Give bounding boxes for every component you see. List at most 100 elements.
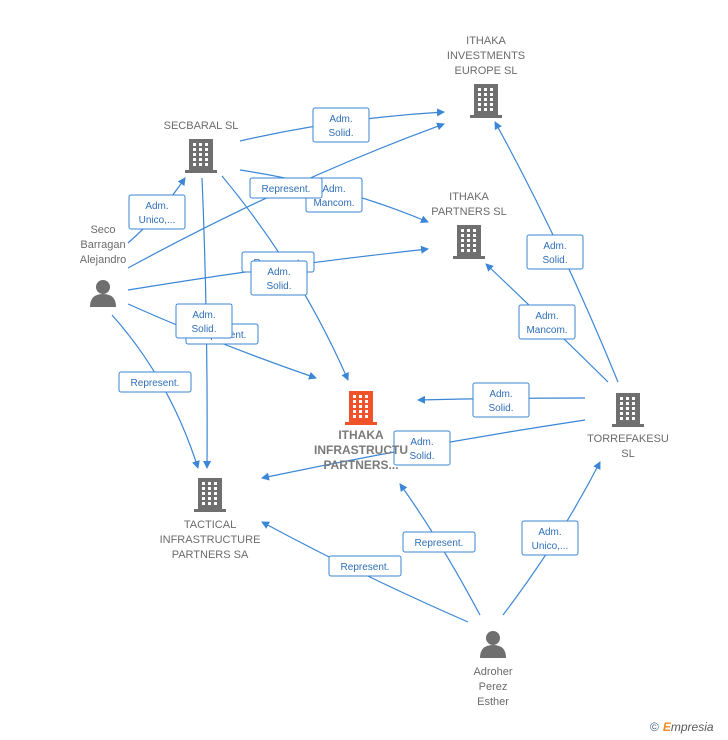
edge-label-secbaral-infra[interactable]: Adm.Solid. [250,260,308,296]
node-label-line: SECBARAL SL [164,120,239,132]
building-icon [612,393,644,427]
node-tactical[interactable]: TACTICAL INFRASTRUCTURE PARTNERS SA [160,478,261,561]
edge-label-line: Adm. [267,267,290,278]
node-label-line: EUROPE SL [455,65,518,77]
edge-label-box [526,234,584,270]
node-label: SECBARAL SL [164,120,239,132]
edge-label-line: Adm. [329,114,352,125]
edge-label-text: Represent. [131,378,180,389]
edge-label-torre-tactical[interactable]: Adm.Solid. [393,430,451,466]
node-label: ITHAKA INVESTMENTS EUROPE SL [447,35,525,77]
edge-label-line: Adm. [543,241,566,252]
edge-label-text: Adm.Solid. [266,267,291,292]
edge-label-line: Solid. [191,324,216,335]
node-torrefakesu[interactable]: TORREFAKESU SL [587,393,669,460]
node-label-line: PARTNERS SL [431,206,506,218]
edge-label-seco-secbaral[interactable]: Adm. Unico,... [128,194,186,230]
edge-label-box [328,555,402,577]
edge-label-text: Adm. Solid. [488,389,513,414]
node-label-line: Perez [479,681,508,693]
edge-label-text: Represent. [262,184,311,195]
node-ithaka-partners[interactable]: ITHAKA PARTNERS SL [431,191,507,259]
building-icon [453,225,485,259]
edge-label-line: Adm. [410,437,433,448]
edge-label-box [312,107,370,143]
building-icon [194,478,226,512]
brand-footer: ©Empresia [650,720,714,734]
edge-label-box [128,194,186,230]
edge-label-text: Adm.Solid. [542,241,567,266]
edge-label-box [472,382,530,418]
edge-label-text: Adm.Mancom. [526,311,567,336]
node-label: TACTICAL INFRASTRUCTURE PARTNERS SA [160,519,261,561]
edge-label-line: Represent. [262,184,311,195]
edge-label-line: Adm. [145,201,168,212]
edge-label-text: Adm. Mancom. [313,184,354,209]
edge-label-text: Adm. Unico,... [139,201,176,226]
node-label: TORREFAKESU SL [587,433,669,460]
node-label-line: ITHAKA [466,35,506,47]
node-label: ITHAKA PARTNERS SL [431,191,506,218]
node-label-line: Seco [90,224,115,236]
edge-labels-layer: Represent. Represent. Adm. Solid. Adm. Mancom… [118,107,584,577]
edge-label-adroher-infra[interactable]: Represent. [402,531,476,553]
edge-label-text: Represent. [415,538,464,549]
brand-first-letter: E [662,720,671,734]
node-label-line: ITHAKA [449,191,489,203]
edge-label-line: Adm. [192,310,215,321]
edge-label-line: Represent. [341,562,390,573]
node-label-line: SL [621,448,634,460]
edge-label-adroher-tactical[interactable]: Represent. [328,555,402,577]
edge-label-box [118,371,192,393]
building-icon [345,391,377,425]
edge-label-seco-investments[interactable]: Represent. [249,177,323,199]
edge-label-line: Mancom. [313,198,354,209]
edge-label-torre-infra[interactable]: Adm. Solid. [472,382,530,418]
edge-label-line: Represent. [131,378,180,389]
edge-label-secbaral-investments[interactable]: Adm. Solid. [312,107,370,143]
node-label-line: Alejandro [80,254,126,266]
node-ithaka-investments[interactable]: ITHAKA INVESTMENTS EUROPE SL [447,35,525,118]
edge-label-line: Unico,... [139,215,176,226]
node-label-line: PARTNERS... [323,458,398,472]
node-label-line: INFRASTRUCTU [314,443,408,457]
edge-label-torre-investments[interactable]: Adm.Solid. [526,234,584,270]
brand-name: mpresia [670,720,714,734]
edge-label-box [521,520,579,556]
node-label-line: PARTNERS SA [172,549,249,561]
node-label-line: Barragan [80,239,125,251]
node-label-line: INFRASTRUCTURE [160,534,261,546]
edge-label-torre-partners[interactable]: Adm.Mancom. [518,304,576,340]
edge-label-secbaral-tactical[interactable]: Adm. Solid. [175,303,233,339]
copyright-symbol: © [650,720,659,734]
edge-label-seco-tactical[interactable]: Represent. [118,371,192,393]
edge-label-text: Adm.Unico,... [532,527,569,552]
nodes-layer: ITHAKA INVESTMENTS EUROPE SL SECBARAL SL I… [80,35,669,708]
node-label-line: INVESTMENTS [447,50,525,62]
node-label-line: TACTICAL [184,519,236,531]
node-secbaral[interactable]: SECBARAL SL [164,120,239,173]
edge-label-box [402,531,476,553]
edge-label-box [250,260,308,296]
edge-label-box [518,304,576,340]
node-label-line: TORREFAKESU [587,433,669,445]
edge-label-box [393,430,451,466]
edge-label-line: Solid. [328,128,353,139]
edge-label-line: Adm. [322,184,345,195]
building-icon [470,84,502,118]
edge-label-text: Represent. [341,562,390,573]
edge-label-line: Represent. [415,538,464,549]
edge-label-line: Adm. [489,389,512,400]
edge-label-box [249,177,323,199]
edge-label-line: Adm. [535,311,558,322]
edge-label-line: Solid. [488,403,513,414]
node-label-line: Adroher [473,666,512,678]
edge-label-adroher-torre[interactable]: Adm.Unico,... [521,520,579,556]
node-label-line: ITHAKA [338,428,384,442]
